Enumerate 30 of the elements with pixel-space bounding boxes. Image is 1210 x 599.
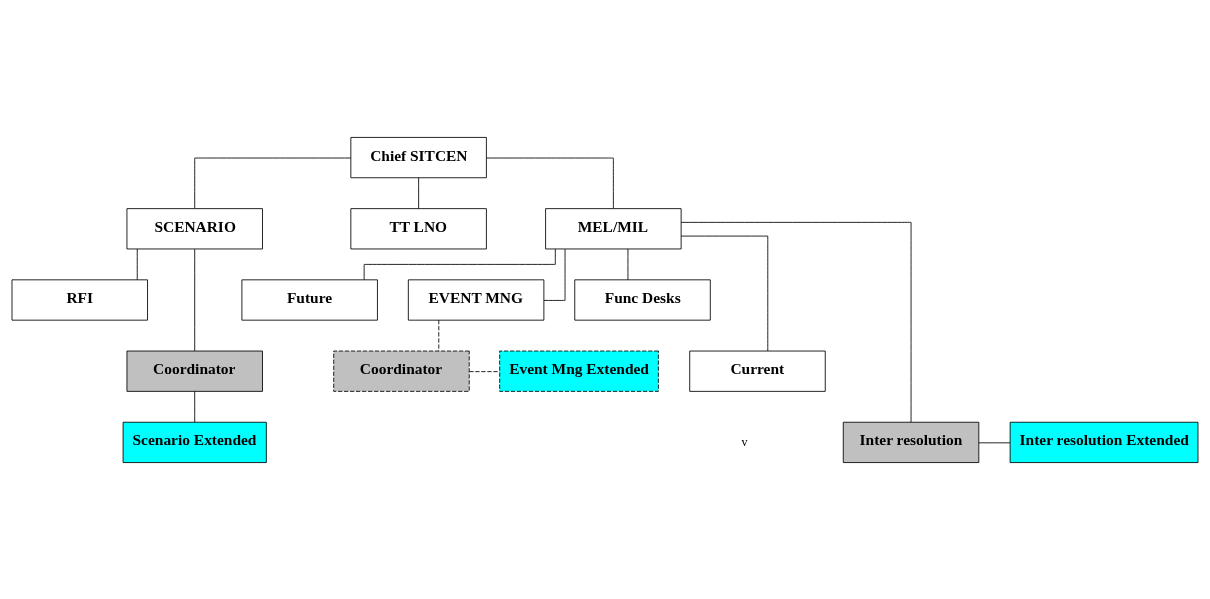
node-box: Future: [241, 278, 378, 321]
label: v: [741, 434, 748, 449]
connector: [136, 248, 138, 280]
node-box: Inter resolution Extended: [1009, 421, 1199, 463]
node-box: RFI: [11, 278, 148, 321]
node-box: Coordinator: [126, 350, 263, 392]
node-box: Func Desks: [574, 278, 711, 321]
node-box: Coordinator: [333, 350, 470, 392]
node-box: Inter resolution: [842, 421, 980, 463]
node-box: TT LNO: [350, 207, 487, 249]
node-box: Scenario Extended: [122, 421, 267, 463]
connector: [543, 248, 566, 301]
node-box: Event Mng Extended: [499, 350, 659, 392]
connector: [194, 390, 196, 423]
connector: [978, 441, 1011, 443]
connector: [680, 221, 912, 423]
connector: [418, 176, 420, 209]
node-box: Chief SITCEN: [350, 136, 487, 178]
connector: [363, 248, 556, 280]
connector: [194, 157, 352, 209]
connector: [486, 157, 614, 209]
connector: [680, 235, 769, 351]
node-box: EVENT MNG: [407, 278, 545, 321]
node-box: SCENARIO: [126, 207, 263, 249]
node-box: Current: [689, 350, 826, 392]
connector: [194, 248, 196, 351]
node-box: MEL/MIL: [545, 207, 682, 249]
connector: [627, 248, 629, 280]
connector: [468, 370, 501, 372]
connector: [438, 319, 440, 351]
